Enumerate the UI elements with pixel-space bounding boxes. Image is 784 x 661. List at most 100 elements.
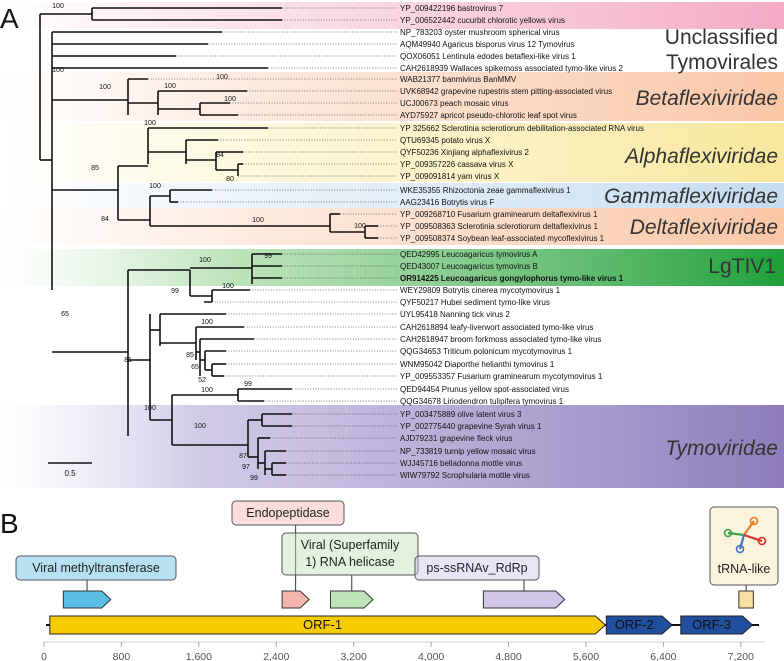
bootstrap-value: 80 <box>226 176 234 183</box>
bootstrap-value: 85 <box>91 165 99 172</box>
scale-bar: 0.5 <box>48 462 92 478</box>
bootstrap-value: 100 <box>144 120 156 127</box>
taxon-label: CAH2618939 Wallaces spikemoss associated… <box>400 64 623 73</box>
taxon-label: AJD79231 grapevine fleck virus <box>400 434 513 443</box>
x-axis-tick-label: 3,200 <box>341 651 367 661</box>
taxon-label: CAH2618894 leafy-liverwort associated ty… <box>400 323 593 332</box>
domain-label: Viral (Superfamily <box>301 538 400 552</box>
taxon-label: UVK68942 grapevine rupestris stem pittin… <box>400 87 612 96</box>
taxon-label: QED43007 Leucoagaricus tymovirus B <box>400 262 538 271</box>
trna-loop-glyph <box>757 536 767 546</box>
taxon-label: UCJ00673 peach mosaic virus <box>400 99 509 108</box>
x-axis-tick-label: 800 <box>113 651 131 661</box>
family-labels: Unclassified Tymovirales Betaflexivirida… <box>604 26 778 460</box>
lgtiv1-label: LgTIV1 <box>708 255 776 278</box>
taxon-label: YP_009422196 bastrovirus 7 <box>400 4 504 13</box>
taxon-label: AYD75927 apricot pseudo-chlorotic leaf s… <box>400 111 577 120</box>
domain-label: ps-ssRNAv_RdRp <box>426 561 527 575</box>
bootstrap-value: 99 <box>264 253 272 260</box>
taxon-label: QTU69345 potato virus X <box>400 136 491 145</box>
taxon-label: NP_733819 turnip yellow mosaic virus <box>400 447 536 456</box>
betaflexiviridae-label: Betaflexiviridae <box>636 87 778 110</box>
alphaflexiviridae-label: Alphaflexiviridae <box>623 145 778 168</box>
bootstrap-value: 100 <box>194 423 206 430</box>
band-alphaflexiviridae <box>0 123 784 182</box>
band-lgtiv1 <box>0 249 784 286</box>
taxon-label: QED42995 Leucoagaricus tymovirus A <box>400 250 538 259</box>
x-axis-tick-label: 4,800 <box>495 651 521 661</box>
domain-label-box <box>414 555 540 581</box>
clade-bands <box>0 2 784 488</box>
taxon-label: QYF50236 Xinjiang alphaflexivirus 2 <box>400 148 530 157</box>
trna-loop-glyph <box>723 528 733 538</box>
unclassified-label-line2: Tymovirales <box>666 51 778 74</box>
trna-structure-glyph <box>727 531 745 537</box>
bootstrap-value: 87 <box>239 453 247 460</box>
orf-arrow <box>605 615 673 635</box>
bootstrap-value: 100 <box>99 84 111 91</box>
orf-arrow <box>680 615 754 635</box>
band-pink <box>0 2 784 29</box>
domain-arrow <box>329 590 374 609</box>
bootstrap-value: 100 <box>224 96 236 103</box>
taxon-label: YP_009357226 cassava virus X <box>400 160 514 169</box>
bootstrap-value: 100 <box>201 387 213 394</box>
taxon-label: YP_003475889 olive latent virus 3 <box>400 410 522 419</box>
unclassified-label-line1: Unclassified <box>665 26 778 49</box>
taxon-label: WKE35355 Rhizoctonia zeae gammaflexiviru… <box>400 186 571 195</box>
panel-b-label: B <box>0 508 19 539</box>
deltaflexiviridae-label: Deltaflexiviridae <box>630 216 778 239</box>
taxon-label: OR914225 Leucoagaricus gongylophorus tym… <box>400 274 624 283</box>
bootstrap-value: 100 <box>201 319 213 326</box>
domain-label-box <box>709 506 779 586</box>
taxon-label: QYF50217 Hubei sediment tymo-like virus <box>400 298 550 307</box>
trna-loop-glyph <box>749 516 759 526</box>
bootstrap-value: 100 <box>52 3 64 10</box>
band-betaflexiviridae <box>0 72 784 121</box>
taxon-label: YP_006522442 cucurbit chlorotic yellows … <box>400 16 565 25</box>
x-axis-tick-label: 0 <box>41 651 47 661</box>
gammaflexiviridae-label: Gammaflexiviridae <box>604 185 778 208</box>
bootstrap-value: 52 <box>198 377 206 384</box>
domain-arrow <box>62 590 112 609</box>
taxon-label: WNM95042 Diaporthe helianthi tymovirus 1 <box>400 360 555 369</box>
bootstrap-value: 65 <box>191 364 199 371</box>
taxon-label: QOX06051 Lentinula edodes betaflexi-like… <box>400 52 576 61</box>
bootstrap-value: 100 <box>216 74 228 81</box>
x-axis-tick-label: 7,200 <box>728 651 754 661</box>
bootstrap-value: 100 <box>52 67 64 74</box>
domain-label-box <box>231 500 345 526</box>
orf-label: ORF-2 <box>615 617 654 632</box>
band-gammaflexiviridae <box>0 183 784 208</box>
taxon-label: AQM49940 Agaricus bisporus virus 12 Tymo… <box>400 40 575 49</box>
bootstrap-value: 100 <box>149 183 161 190</box>
bootstrap-value: 65 <box>61 311 69 318</box>
band-tymoviridae <box>0 405 784 488</box>
bootstrap-value: 100 <box>222 283 234 290</box>
taxon-label: YP_009091814 yam virus X <box>400 172 500 181</box>
taxon-label: WAB21377 banmivirus BanMMV <box>400 75 517 84</box>
bootstrap-value: 81 <box>124 357 132 364</box>
x-axis-tick-label: 5,600 <box>573 651 599 661</box>
taxon-label: CAH2618947 broom forkmoss associated tym… <box>400 335 601 344</box>
x-axis-tick-label: 1,600 <box>186 651 212 661</box>
bootstrap-value: 84 <box>216 152 224 159</box>
taxon-label: YP_009508363 Sclerotinia sclerotiorum de… <box>400 222 598 231</box>
orf-label: ORF-3 <box>692 617 731 632</box>
domain-label: 1) RNA helicase <box>305 555 395 569</box>
x-axis-tick-label: 6,400 <box>650 651 676 661</box>
phylogenetic-tree <box>39 7 378 476</box>
bootstrap-value: 99 <box>244 381 252 388</box>
domain-label-box <box>281 532 419 576</box>
taxon-label: QED94454 Prunus yellow spot-associated v… <box>400 385 569 394</box>
taxon-label: YP_009268710 Fusarium graminearum deltaf… <box>400 210 598 219</box>
bootstrap-value: 100 <box>144 405 156 412</box>
taxon-label: YP_009508374 Soybean leaf-associated myc… <box>400 234 605 243</box>
orf-arrow <box>49 615 607 635</box>
taxon-label: YP 325662 Sclerotinia sclerotiorum debil… <box>400 124 644 133</box>
bootstrap-value: 97 <box>242 464 250 471</box>
trna-loop-glyph <box>735 544 745 554</box>
